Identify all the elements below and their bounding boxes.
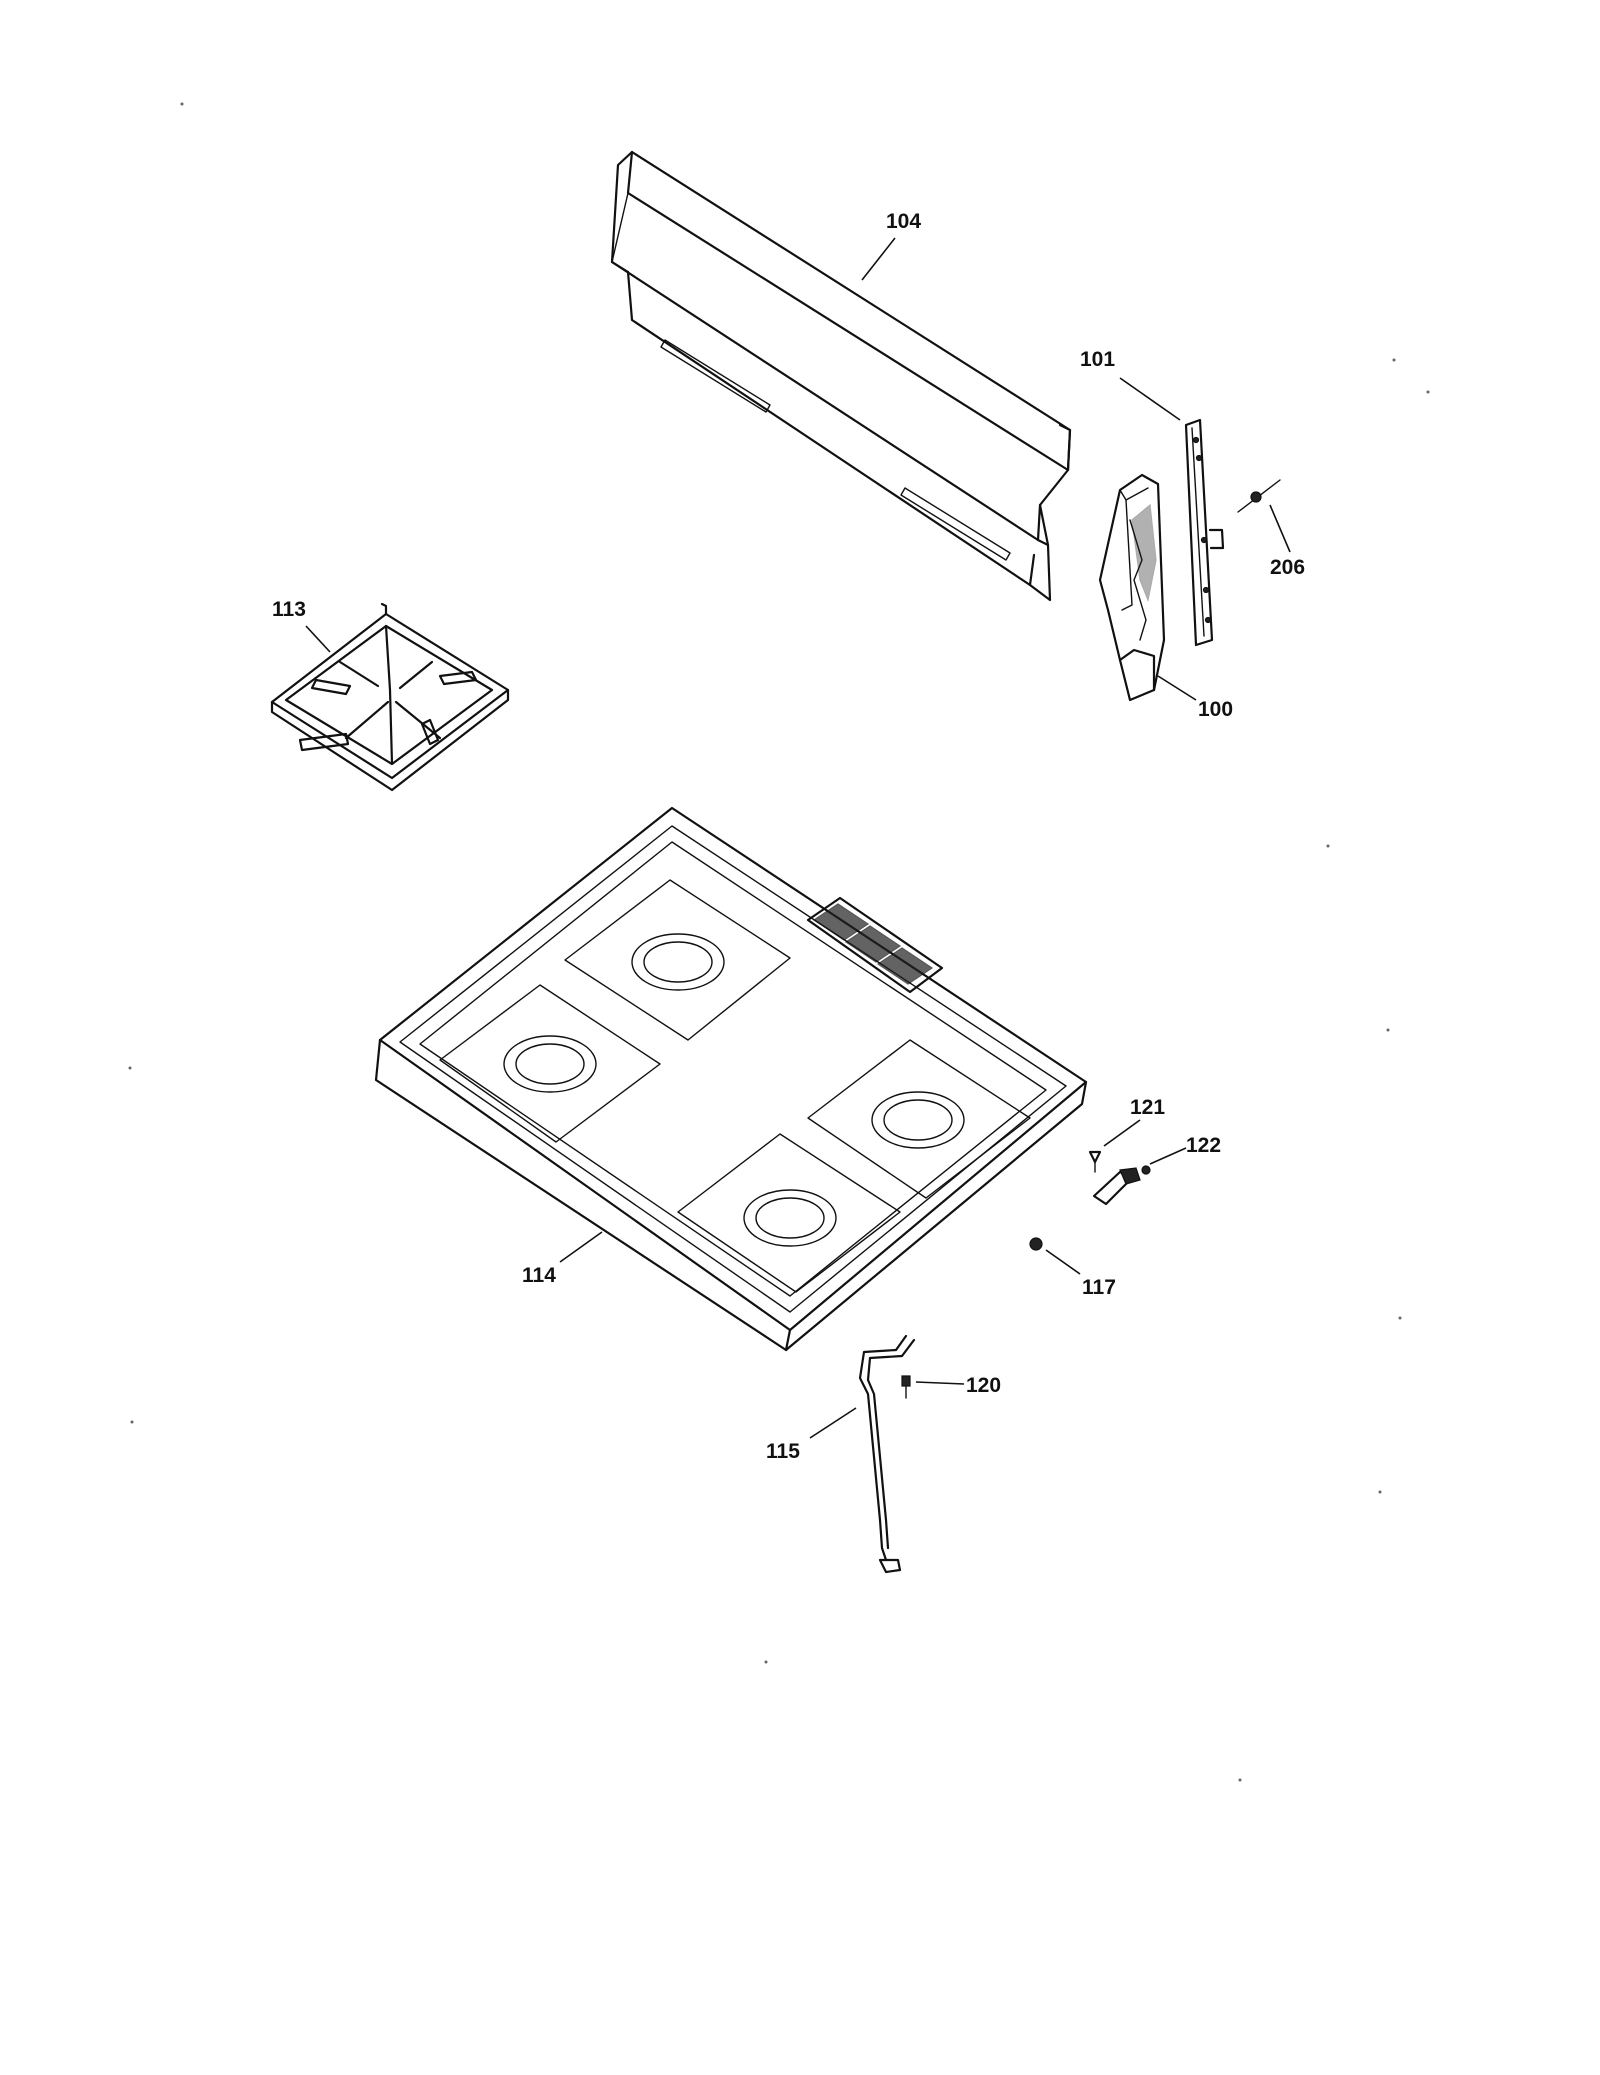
callout-labels: 104 101 206 113 100 121 122 114 117 120 … — [272, 210, 1305, 1463]
callout-121: 121 — [1130, 1096, 1165, 1119]
leader-101 — [1119, 377, 1181, 421]
clip-122-icon[interactable] — [1092, 1165, 1151, 1206]
callout-115: 115 — [766, 1440, 800, 1463]
screw-206-icon[interactable] — [1237, 479, 1281, 513]
leader-114 — [559, 1231, 603, 1263]
rod-115-icon[interactable] — [858, 1334, 916, 1574]
callout-101: 101 — [1080, 348, 1115, 371]
leader-115 — [809, 1407, 857, 1439]
leader-100 — [1157, 675, 1197, 701]
leader-113 — [305, 625, 331, 653]
callout-122: 122 — [1186, 1134, 1221, 1157]
callout-114: 114 — [522, 1264, 556, 1287]
leader-120 — [915, 1381, 965, 1385]
scan-specks — [128, 102, 1430, 1782]
callout-104: 104 — [886, 210, 921, 233]
side-trim-strip-icon[interactable] — [1184, 418, 1225, 647]
leader-122 — [1149, 1147, 1187, 1165]
screw-120-icon[interactable] — [901, 1375, 911, 1399]
callout-100: 100 — [1198, 698, 1233, 721]
callout-120: 120 — [966, 1374, 1001, 1397]
leader-lines — [305, 237, 1291, 1439]
callout-206: 206 — [1270, 556, 1305, 579]
leader-104 — [861, 237, 896, 281]
backguard-panel-icon[interactable] — [610, 150, 1072, 602]
callout-117: 117 — [1082, 1276, 1116, 1299]
cooktop-maintop-icon[interactable] — [374, 806, 1088, 1352]
leader-117 — [1045, 1249, 1081, 1275]
leader-121 — [1103, 1119, 1141, 1147]
screw-121-icon[interactable] — [1088, 1150, 1102, 1173]
burner-grate-icon[interactable] — [270, 602, 510, 792]
callout-113: 113 — [272, 598, 306, 621]
leader-206 — [1269, 504, 1291, 553]
nut-117-icon[interactable] — [1029, 1237, 1043, 1251]
end-cap-bracket-icon[interactable] — [1098, 473, 1166, 702]
